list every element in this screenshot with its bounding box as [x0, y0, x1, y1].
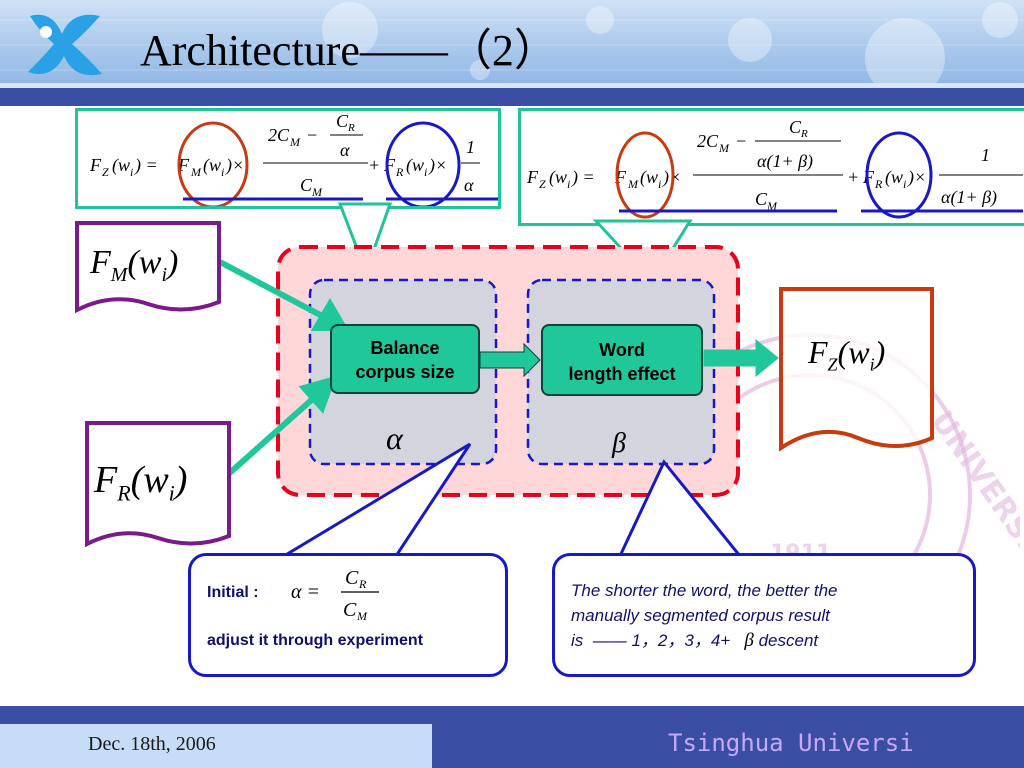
footer-left-panel — [0, 724, 432, 768]
footer-date: Dec. 18th, 2006 — [88, 733, 216, 755]
svg-text:−: − — [735, 131, 747, 151]
header-bar — [0, 0, 1024, 88]
svg-text:1: 1 — [981, 145, 990, 165]
slide-title: Architecture——（2） — [140, 26, 558, 75]
svg-text:Z: Z — [539, 177, 546, 191]
svg-text:2C: 2C — [268, 125, 290, 145]
svg-text:(w: (w — [203, 155, 221, 176]
svg-text:+: + — [368, 155, 380, 175]
svg-text:M: M — [627, 177, 639, 191]
svg-text:−: − — [306, 125, 318, 145]
fr-label: FR(wi) — [94, 459, 188, 506]
svg-text:)×: )× — [428, 155, 447, 176]
svg-text:C: C — [789, 117, 802, 137]
svg-text:+: + — [847, 167, 859, 187]
svg-text:i: i — [221, 165, 224, 179]
svg-text:i: i — [424, 165, 427, 179]
formula-alpha-pointer — [337, 202, 393, 277]
svg-text:R: R — [358, 577, 367, 591]
svg-text:(w: (w — [885, 167, 903, 188]
svg-text:C: C — [755, 189, 768, 209]
word-length-effect-node: Word length effect — [541, 324, 703, 396]
beta-callout-line1: The shorter the word, the better the — [571, 581, 838, 600]
beta-symbol-inline: β — [744, 630, 754, 651]
svg-text:α =: α = — [291, 581, 320, 603]
fm-label: FM(wi) — [90, 244, 179, 286]
svg-text:M: M — [356, 609, 368, 623]
svg-text:M: M — [289, 135, 301, 149]
svg-text:α(1+ β): α(1+ β) — [941, 187, 997, 208]
svg-text:1: 1 — [466, 137, 475, 157]
fr-arrow-line — [222, 393, 318, 481]
beta-callout: The shorter the word, the better the man… — [552, 553, 976, 677]
svg-text:M: M — [190, 165, 202, 179]
svg-text:)×: )× — [907, 167, 926, 188]
svg-text:C: C — [336, 111, 349, 131]
svg-text:R: R — [347, 122, 355, 134]
svg-text:) =: ) = — [134, 155, 158, 176]
svg-text:i: i — [567, 177, 570, 191]
svg-text:(w: (w — [112, 155, 130, 176]
beta-callout-line3: is —— 1，2，3，4+ β descent — [571, 630, 819, 651]
svg-text:) =: ) = — [571, 167, 595, 188]
word-node-line2: length effect — [568, 364, 676, 384]
svg-text:R: R — [395, 165, 404, 179]
fr-frame — [85, 421, 231, 548]
svg-text:α(1+ β): α(1+ β) — [757, 151, 813, 172]
output-arrow — [703, 338, 779, 378]
footer-stripe — [0, 706, 1024, 724]
svg-text:C: C — [343, 599, 357, 621]
header-light-stripe — [0, 83, 1024, 88]
header-stripe — [0, 88, 1024, 106]
svg-text:(w: (w — [640, 167, 658, 188]
svg-text:Z: Z — [102, 165, 109, 179]
beta-callout-text: The shorter the word, the better the man… — [571, 578, 837, 653]
svg-text:M: M — [311, 185, 323, 199]
logo-icon — [28, 14, 102, 76]
footer-organization: Tsinghua Universi — [668, 729, 914, 757]
beta-symbol: β — [612, 428, 626, 459]
svg-text:R: R — [874, 177, 883, 191]
svg-text:α: α — [340, 140, 350, 160]
svg-text:)×: )× — [225, 155, 244, 176]
fz-frame — [779, 287, 934, 452]
svg-text:α: α — [464, 175, 474, 195]
svg-text:i: i — [130, 165, 133, 179]
footer-right-panel — [432, 724, 1024, 768]
svg-text:F: F — [89, 155, 102, 175]
svg-text:(w: (w — [406, 155, 424, 176]
node-connector-arrow — [479, 342, 541, 378]
balance-corpus-size-node: Balance corpus size — [330, 324, 480, 394]
fz-label: FZ(wi) — [808, 334, 886, 375]
svg-text:(w: (w — [549, 167, 567, 188]
svg-text:i: i — [903, 177, 906, 191]
svg-text:M: M — [718, 141, 730, 155]
svg-text:C: C — [345, 567, 359, 589]
alpha-symbol: α — [386, 420, 403, 456]
svg-text:2C: 2C — [697, 131, 719, 151]
adjust-text: adjust it through experiment — [207, 632, 424, 649]
balance-node-line2: corpus size — [355, 362, 455, 382]
beta-callout-line2: manually segmented corpus result — [571, 606, 830, 625]
svg-text:C: C — [300, 175, 313, 195]
balance-node-line1: Balance — [370, 338, 440, 358]
svg-text:R: R — [800, 128, 808, 140]
header-decoration — [0, 2, 1024, 88]
initial-label: Initial : — [207, 584, 259, 601]
fm-arrow-line — [218, 259, 328, 321]
svg-text:i: i — [658, 177, 661, 191]
fm-frame — [75, 221, 221, 314]
fr-arrow-head — [298, 375, 337, 414]
svg-text:F: F — [526, 167, 539, 187]
word-node-line1: Word — [599, 340, 645, 360]
